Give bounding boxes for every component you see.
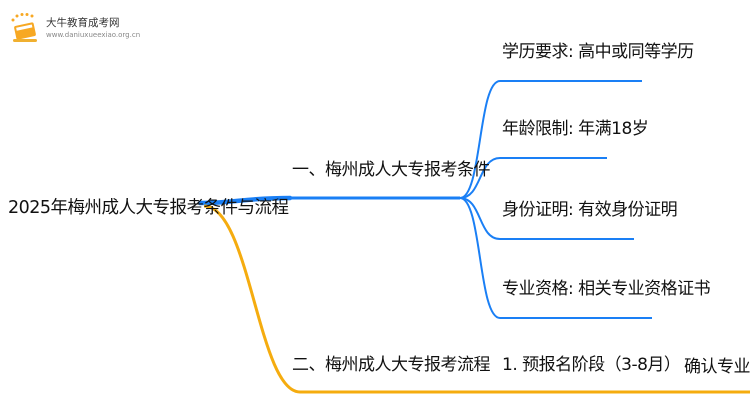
book-logo-icon [11,13,37,42]
connector-leaf-1 [459,80,501,199]
branch-conditions: 一、梅州成人大专报考条件 [292,160,491,180]
connector-leaf-3 [459,197,501,240]
leaf-pre-registration: 1. 预报名阶段（3-8月） [502,355,681,375]
root-node: 2025年梅州成人大专报考条件与流程 [8,198,289,218]
leaf-confirm-major: 确认专业和 [684,357,750,377]
logo-url: www.daniuxueexiao.org.cn [46,31,141,39]
leaf-education-requirement: 学历要求: 高中或同等学历 [502,42,694,62]
site-logo: 大牛教育成考网 www.daniuxueexiao.org.cn [8,10,141,48]
leaf-professional-qualification: 专业资格: 相关专业资格证书 [502,279,711,299]
connector-leaf-2 [459,157,501,199]
leaf-age-limit: 年龄限制: 年满18岁 [502,119,649,139]
connector-leaf-4 [459,197,501,319]
branch-process: 二、梅州成人大专报考流程 [292,355,491,375]
connector-root-branch1 [197,195,293,206]
connector-root-branch2 [203,204,301,394]
leaf-id-proof: 身份证明: 有效身份证明 [502,200,678,220]
logo-title: 大牛教育成考网 [46,17,120,29]
